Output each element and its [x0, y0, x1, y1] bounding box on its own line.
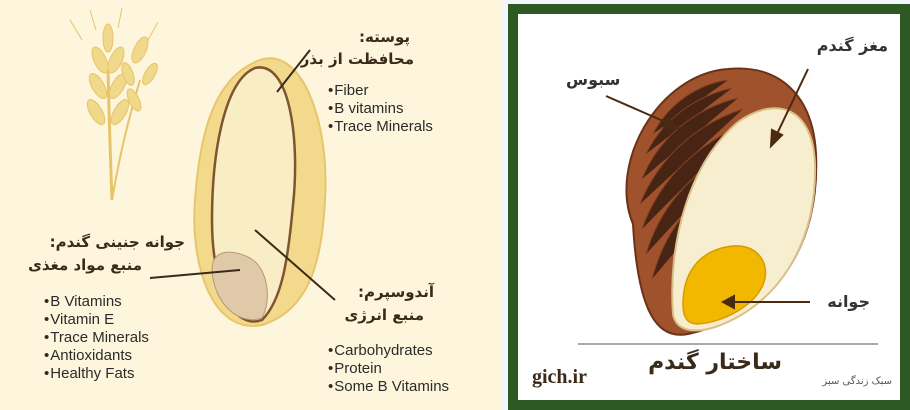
- endosperm-title: آندوسپرم:: [336, 283, 434, 301]
- diagram-title: ساختار گندم: [648, 350, 782, 375]
- endosperm-nutrient-list: Carbohydrates Protein Some B Vitamins: [328, 342, 449, 396]
- germ-nutrient-list: B Vitamins Vitamin E Trace Minerals Anti…: [44, 293, 149, 383]
- left-diagram-panel: پوسته: محافظت از بذر Fiber B vitamins Tr…: [0, 0, 502, 410]
- germ-title: جوانه جنینی گندم:: [20, 233, 185, 251]
- watermark-text: gich.ir: [532, 366, 587, 389]
- credit-text: سبک زندگی سبز: [822, 376, 892, 387]
- list-item: Trace Minerals: [328, 118, 433, 136]
- right-diagram-canvas: مغز گندم سبوس جوانه ساختار گندم gich.ir …: [518, 14, 900, 400]
- endosperm-label: مغز گندم: [817, 36, 888, 55]
- list-item: Some B Vitamins: [328, 378, 449, 396]
- list-item: Carbohydrates: [328, 342, 449, 360]
- list-item: Vitamin E: [44, 311, 149, 329]
- endosperm-subtitle: منبع انرژی: [336, 306, 424, 324]
- germ-label: جوانه: [827, 292, 870, 311]
- bran-subtitle: محافظت از بذر: [214, 50, 414, 68]
- list-item: Antioxidants: [44, 347, 149, 365]
- list-item: B Vitamins: [44, 293, 149, 311]
- bran-nutrient-list: Fiber B vitamins Trace Minerals: [328, 82, 433, 136]
- list-item: Trace Minerals: [44, 329, 149, 347]
- list-item: Fiber: [328, 82, 433, 100]
- grain-cross-section: [194, 58, 325, 326]
- germ-subtitle: منبع مواد مغذی: [20, 256, 142, 274]
- list-item: Protein: [328, 360, 449, 378]
- bran-label: سبوس: [566, 70, 620, 89]
- list-item: Healthy Fats: [44, 365, 149, 383]
- wheat-stalk-icon: [70, 8, 160, 200]
- bran-title: پوسته:: [210, 28, 410, 46]
- right-diagram-panel: مغز گندم سبوس جوانه ساختار گندم gich.ir …: [508, 4, 910, 410]
- list-item: B vitamins: [328, 100, 433, 118]
